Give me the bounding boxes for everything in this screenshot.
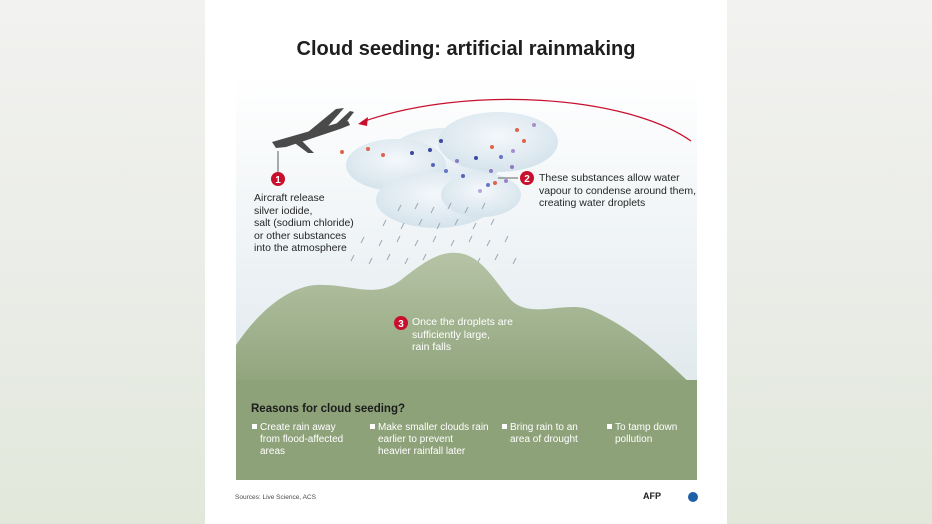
step-2-line: These substances allow water [539, 172, 680, 184]
step-3-marker: 3 [394, 316, 408, 330]
step-2-line: vapour to condense around them, [539, 184, 697, 197]
step-1-line: into the atmosphere [254, 242, 347, 254]
reason-line: Bring rain to an [510, 422, 578, 433]
step-2-marker: 2 [520, 171, 534, 185]
background-left [0, 0, 205, 524]
bullet-icon [607, 424, 612, 429]
step-3-line: sufficiently large, [412, 328, 491, 341]
reason-line: from flood-affected [260, 434, 344, 445]
afp-logo: AFP [643, 491, 661, 501]
flight-path-arrow-icon [358, 98, 692, 142]
reason-item: Bring rain to an area of drought [502, 422, 578, 446]
step-1-text: Aircraft release silver iodide, salt (so… [254, 192, 354, 255]
step-1-marker: 1 [271, 172, 285, 186]
step-2-text: These substances allow water vapour to c… [539, 172, 696, 210]
reason-item: Create rain away from flood-affected are… [252, 422, 344, 458]
step-2-number: 2 [524, 174, 530, 185]
source-credit: Sources: Live Science, ACS [235, 494, 316, 501]
reason-item: To tamp down pollution [607, 422, 678, 446]
seed-particles [340, 123, 536, 193]
cloud-icon [346, 112, 558, 228]
bullet-icon [370, 424, 375, 429]
step-3-number: 3 [398, 319, 404, 330]
step-3-text: Once the droplets are sufficiently large… [412, 316, 513, 354]
rain-icon [350, 202, 517, 265]
reason-line: Make smaller clouds rain [378, 422, 489, 433]
step-3-line: rain falls [412, 341, 452, 353]
reason-line: heavier rainfall later [378, 446, 466, 457]
bullet-icon [252, 424, 257, 429]
bullet-icon [502, 424, 507, 429]
reason-line: earlier to prevent [378, 434, 454, 445]
reason-line: pollution [615, 434, 653, 445]
reason-line: To tamp down [615, 422, 678, 433]
step-1-line: Aircraft release [254, 192, 325, 204]
step-1-number: 1 [275, 175, 281, 186]
reasons-title: Reasons for cloud seeding? [251, 403, 405, 415]
background-right [727, 0, 932, 524]
step-1-line: silver iodide, [254, 204, 313, 217]
reason-item: Make smaller clouds rain earlier to prev… [370, 422, 489, 458]
afp-logo-dot [688, 492, 698, 502]
step-1-line: or other substances [254, 229, 347, 242]
reason-line: area of drought [510, 434, 578, 445]
step-1-line: salt (sodium chloride) [254, 217, 354, 229]
step-3-line: Once the droplets are [412, 316, 513, 328]
infographic-title: Cloud seeding: artificial rainmaking [296, 38, 636, 60]
illustration: 1 2 3 [236, 75, 697, 480]
step-2-line: creating water droplets [539, 197, 646, 209]
airplane-icon [272, 108, 354, 153]
reason-line: areas [260, 446, 286, 457]
reason-line: Create rain away [260, 422, 336, 433]
mountain-icon [236, 252, 697, 390]
